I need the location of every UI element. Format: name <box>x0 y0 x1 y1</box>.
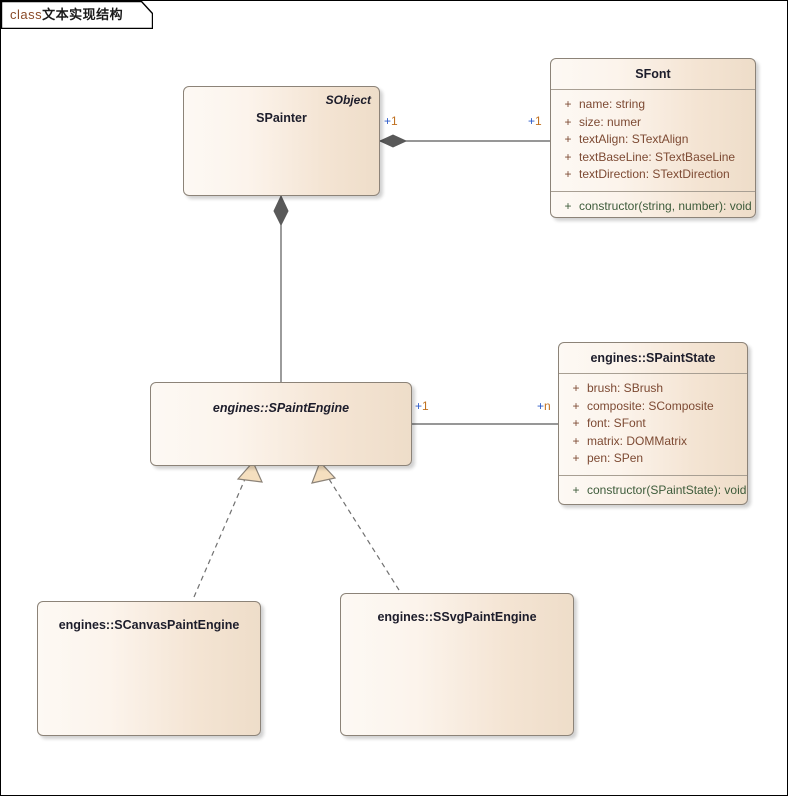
multiplicity-plus: + <box>528 114 536 128</box>
class-box-sfont[interactable]: SFont + name: string + size: numer + textAl… <box>550 58 756 218</box>
compartment-divider <box>551 89 755 90</box>
class-title-spainter: SPainter <box>256 111 307 125</box>
class-title-ssvgpaintengine: engines::SSvgPaintEngine <box>377 610 537 624</box>
frame-keyword: class <box>10 7 43 22</box>
visibility-marker: + <box>572 416 580 430</box>
attribute-row: + textDirection: STextDirection <box>551 166 755 184</box>
operation-text: constructor(string, number): void <box>579 198 752 213</box>
visibility-marker: + <box>564 132 572 146</box>
visibility-marker: + <box>564 114 572 129</box>
attribute-row: + font: SFont <box>559 415 747 433</box>
attribute-row: + textBaseLine: STextBaseLine <box>551 149 755 167</box>
multiplicity-value: 1 <box>391 114 398 128</box>
diagram-frame-label: class文本实现结构 <box>1 1 153 29</box>
class-title-sfont: SFont <box>635 67 671 81</box>
attribute-row: + name: string <box>551 96 755 114</box>
connector-spainter-spaintengine <box>273 194 289 382</box>
attribute-row: + matrix: DOMMatrix <box>559 433 747 451</box>
visibility-marker: + <box>572 451 580 465</box>
attribute-row: + size: numer <box>551 114 755 132</box>
class-title-spaintengine: engines::SPaintEngine <box>212 401 350 415</box>
connector-realization-ssvg <box>311 460 400 591</box>
compartment-divider <box>551 190 755 192</box>
class-box-scanvaspaintengine[interactable]: engines::SCanvasPaintEngine <box>37 601 261 736</box>
frame-name: 文本实现结构 <box>42 7 124 22</box>
attribute-row: + textAlign: STextAlign <box>551 131 755 149</box>
visibility-marker: + <box>564 149 572 164</box>
operation-row: + constructor(SPaintState): void <box>559 482 747 500</box>
attribute-text: composite: SComposite <box>587 398 714 413</box>
class-stereotype-sobject: SObject <box>325 93 371 107</box>
frame-tab-shape <box>1 1 153 29</box>
attributes-compartment-sfont: + name: string + size: numer + textAlign: S… <box>551 90 755 191</box>
compartment-divider <box>559 474 747 476</box>
visibility-marker: + <box>572 433 580 448</box>
connector-realization-scanvas <box>193 460 263 598</box>
attribute-text: matrix: DOMMatrix <box>587 433 687 448</box>
attribute-text: textDirection: STextDirection <box>579 167 730 181</box>
attribute-text: font: SFont <box>587 416 646 430</box>
multiplicity-painter-font-target: +1 <box>528 114 542 128</box>
attributes-compartment-spaintstate: + brush: SBrush + composite: SComposite + f… <box>559 374 747 475</box>
attribute-text: brush: SBrush <box>587 381 664 395</box>
class-title-scanvaspaintengine: engines::SCanvasPaintEngine <box>58 618 240 632</box>
visibility-marker: + <box>572 398 580 413</box>
frame-label-text: class文本实现结构 <box>10 6 123 24</box>
multiplicity-engine-state-source: +1 <box>415 399 429 413</box>
multiplicity-plus: + <box>384 114 392 128</box>
attribute-text: textAlign: STextAlign <box>579 132 689 146</box>
multiplicity-value: n <box>544 399 551 413</box>
multiplicity-painter-font-source: +1 <box>384 114 398 128</box>
compartment-divider <box>559 373 747 374</box>
attribute-row: + composite: SComposite <box>559 398 747 416</box>
class-title-spaintstate: engines::SPaintState <box>590 351 716 365</box>
class-box-ssvgpaintengine[interactable]: engines::SSvgPaintEngine <box>340 593 574 736</box>
visibility-marker: + <box>572 482 580 497</box>
attribute-text: name: string <box>579 97 646 111</box>
class-box-spaintengine[interactable]: engines::SPaintEngine <box>150 382 412 466</box>
attribute-text: size: numer <box>579 114 642 129</box>
class-box-spainter[interactable]: SObject SPainter <box>183 86 380 196</box>
operations-compartment-sfont: + constructor(string, number): void <box>551 192 755 218</box>
attribute-text: textBaseLine: STextBaseLine <box>579 149 736 164</box>
visibility-marker: + <box>564 198 572 213</box>
attribute-text: pen: SPen <box>587 451 644 465</box>
multiplicity-engine-state-target: +n <box>537 399 551 413</box>
connector-spainter-sfont <box>378 134 550 148</box>
attribute-row: + brush: SBrush <box>559 380 747 398</box>
class-box-spaintstate[interactable]: engines::SPaintState +brush: SBrush +com… <box>558 342 748 505</box>
attribute-row: + pen: SPen <box>559 450 747 468</box>
multiplicity-value: 1 <box>422 399 429 413</box>
multiplicity-plus: + <box>415 399 423 413</box>
operation-row: + constructor(string, number): void <box>551 198 755 216</box>
visibility-marker: + <box>564 97 572 111</box>
visibility-marker: + <box>564 167 572 181</box>
operations-compartment-spaintstate: + constructor(SPaintState): void <box>559 476 747 505</box>
visibility-marker: + <box>572 381 580 395</box>
operation-text: constructor(SPaintState): void <box>587 482 747 497</box>
multiplicity-value: 1 <box>535 114 542 128</box>
multiplicity-plus: + <box>537 399 545 413</box>
